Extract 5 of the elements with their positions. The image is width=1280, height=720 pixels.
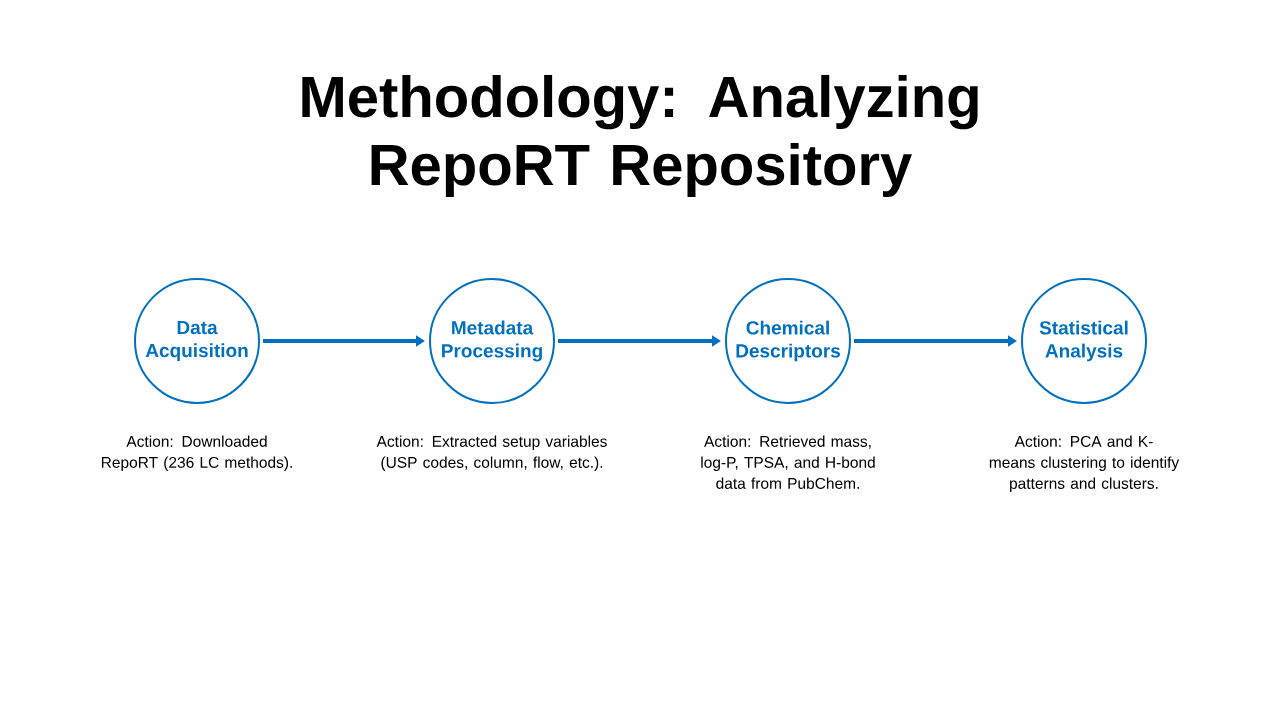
action-text: Action: Extracted setup variables (USP codes, column, flow, etc.). [376, 435, 607, 471]
action-text: Action: PCA and K-means clustering to identify patterns and clusters. [989, 435, 1180, 492]
action-text: Action: Retrieved mass, log-P, TPSA, and H-bond data from PubChem. [701, 435, 875, 489]
title: Methodology: Analyzing RepoRT Repository [302, 74, 978, 197]
action-text: Action: Downloaded RepoRT (236 LC methods). [101, 435, 292, 471]
